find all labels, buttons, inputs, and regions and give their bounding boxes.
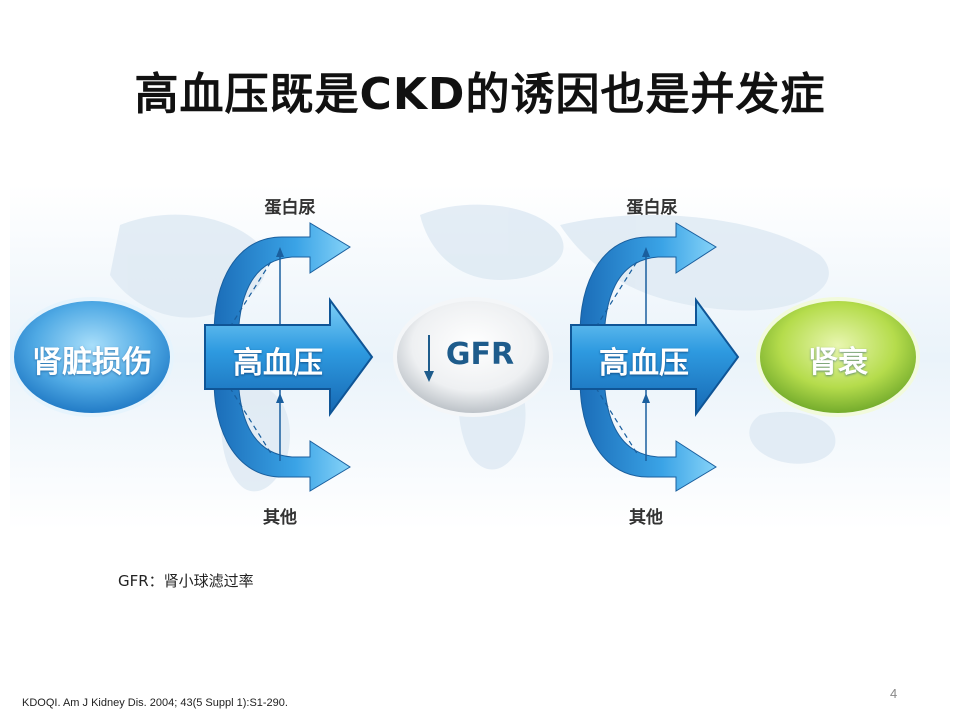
hypertension-arrow-1 bbox=[204, 296, 374, 418]
kidney-damage-node bbox=[10, 297, 174, 417]
curved-arrows-group-1 bbox=[213, 222, 351, 492]
end-node-label: 肾衰 bbox=[808, 345, 868, 380]
arrow2-label: 高血压 bbox=[599, 346, 689, 381]
arrow2-bottom-label: 其他 bbox=[629, 508, 663, 528]
start-node-label: 肾脏损伤 bbox=[32, 345, 152, 380]
reference-citation: KDOQI. Am J Kidney Dis. 2004; 43(5 Suppl… bbox=[22, 697, 288, 709]
arrow1-label: 高血压 bbox=[233, 346, 323, 381]
hypertension-arrow-2 bbox=[570, 296, 740, 418]
page-number: 4 bbox=[890, 686, 898, 701]
gfr-node bbox=[393, 297, 553, 417]
gfr-footnote: GFR：肾小球滤过率 bbox=[118, 572, 254, 590]
arrow1-top-label: 蛋白尿 bbox=[264, 198, 316, 218]
kidney-failure-node bbox=[756, 297, 920, 417]
arrow2-top-label: 蛋白尿 bbox=[626, 198, 678, 218]
down-arrow-icon bbox=[424, 335, 434, 382]
diagram-graphics bbox=[10, 185, 950, 530]
middle-node-label: GFR bbox=[445, 337, 515, 372]
slide-title: 高血压既是CKD的诱因也是并发症 bbox=[134, 69, 826, 120]
arrow1-bottom-label: 其他 bbox=[263, 508, 297, 528]
ckd-hypertension-diagram: 肾脏损伤 高血压 蛋白尿 其他 GFR 高血压 蛋白尿 其他 肾衰 bbox=[0, 185, 960, 530]
